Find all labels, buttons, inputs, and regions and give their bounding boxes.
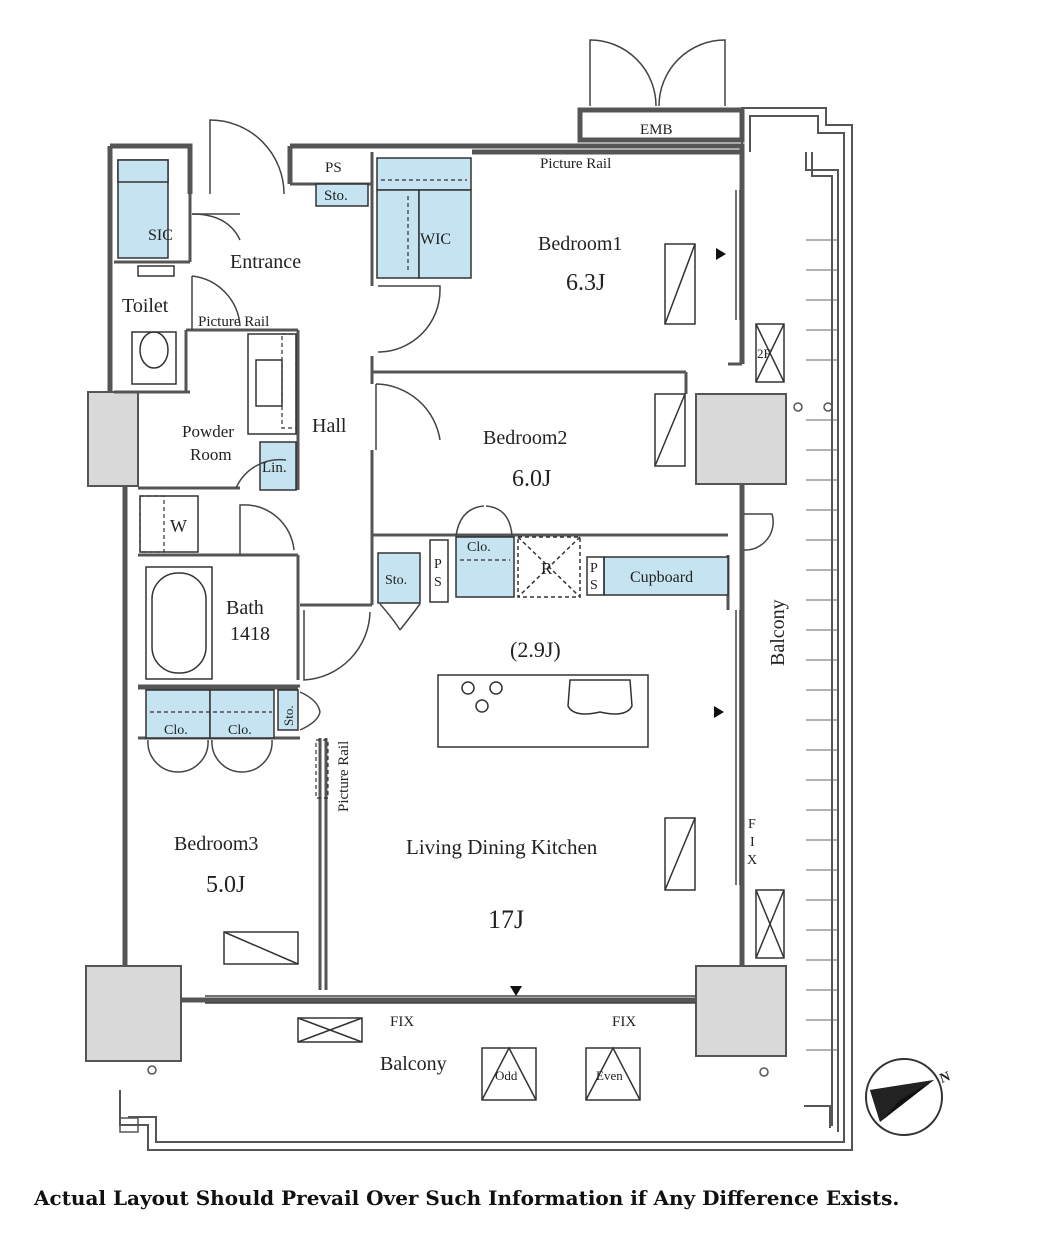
balcony-rungs (806, 239, 838, 1051)
label-balcony-right: Balcony (767, 599, 789, 666)
label-picture-rail-vert: Picture Rail (336, 741, 352, 812)
structural-columns (85, 391, 787, 1062)
label-balcony-bottom: Balcony (380, 1053, 447, 1075)
label-even: Even (596, 1068, 623, 1083)
label-ps2-s: S (590, 578, 598, 593)
room-labels: SIC Entrance PS Sto. WIC Picture Rail EM… (122, 122, 789, 1083)
label-bedroom3-size: 5.0J (206, 872, 245, 898)
label-powder-line1: Powder (182, 422, 234, 441)
label-bath-size: 1418 (230, 623, 270, 645)
compass: N (865, 1058, 953, 1136)
label-sto-vert: Sto. (281, 705, 296, 726)
windows (205, 190, 741, 1004)
label-bedroom1-size: 6.3J (566, 270, 605, 296)
label-kitchen-size: (2.9J) (510, 637, 561, 662)
label-fix-right-x: X (747, 853, 757, 868)
label-2f: 2F (757, 346, 771, 361)
label-sic: SIC (148, 227, 173, 244)
label-emb: EMB (640, 122, 673, 138)
label-ps-s: S (434, 575, 442, 590)
markers (510, 248, 726, 996)
label-fix-right-i: I (750, 835, 755, 850)
label-entrance: Entrance (230, 251, 301, 273)
door-swings (147, 39, 774, 773)
label-ps-p: P (434, 557, 442, 572)
exterior-walls (107, 107, 745, 1003)
label-picture-rail-hall: Picture Rail (198, 314, 269, 330)
drains (119, 402, 833, 1133)
label-ps2-p: P (590, 561, 598, 576)
label-powder-line2: Room (190, 445, 232, 464)
label-ldk-size: 17J (488, 905, 524, 934)
label-hall: Hall (312, 415, 347, 437)
label-bedroom2-size: 6.0J (512, 466, 551, 492)
fixtures (131, 265, 649, 748)
label-r: R (541, 559, 553, 578)
label-ps-top: PS (325, 160, 342, 176)
vent-units (223, 243, 785, 1101)
label-odd: Odd (495, 1068, 518, 1083)
label-bath: Bath (226, 597, 264, 619)
label-fix-right-bottom: FIX (612, 1014, 636, 1030)
label-clo1: Clo. (164, 723, 188, 738)
label-ldk: Living Dining Kitchen (406, 835, 598, 859)
storage-areas (117, 157, 729, 739)
label-bedroom2: Bedroom2 (483, 427, 567, 449)
label-clo-center: Clo. (467, 540, 491, 555)
label-lin: Lin. (262, 460, 287, 476)
label-toilet: Toilet (122, 295, 169, 317)
label-wic: WIC (420, 231, 451, 248)
label-sto-top: Sto. (324, 188, 348, 204)
label-bedroom1: Bedroom1 (538, 233, 622, 255)
label-sto-center: Sto. (385, 573, 407, 588)
label-fix-left: FIX (390, 1014, 414, 1030)
label-clo2: Clo. (228, 723, 252, 738)
label-cupboard: Cupboard (630, 569, 693, 586)
disclaimer-text: Actual Layout Should Prevail Over Such I… (34, 1186, 900, 1210)
compass-n-label: N (938, 1069, 953, 1087)
balcony-railing (119, 107, 853, 1151)
label-fix-right-f: F (748, 817, 756, 832)
label-w: W (170, 516, 187, 536)
label-bedroom3: Bedroom3 (174, 833, 258, 855)
label-picture-rail-top: Picture Rail (540, 156, 611, 172)
